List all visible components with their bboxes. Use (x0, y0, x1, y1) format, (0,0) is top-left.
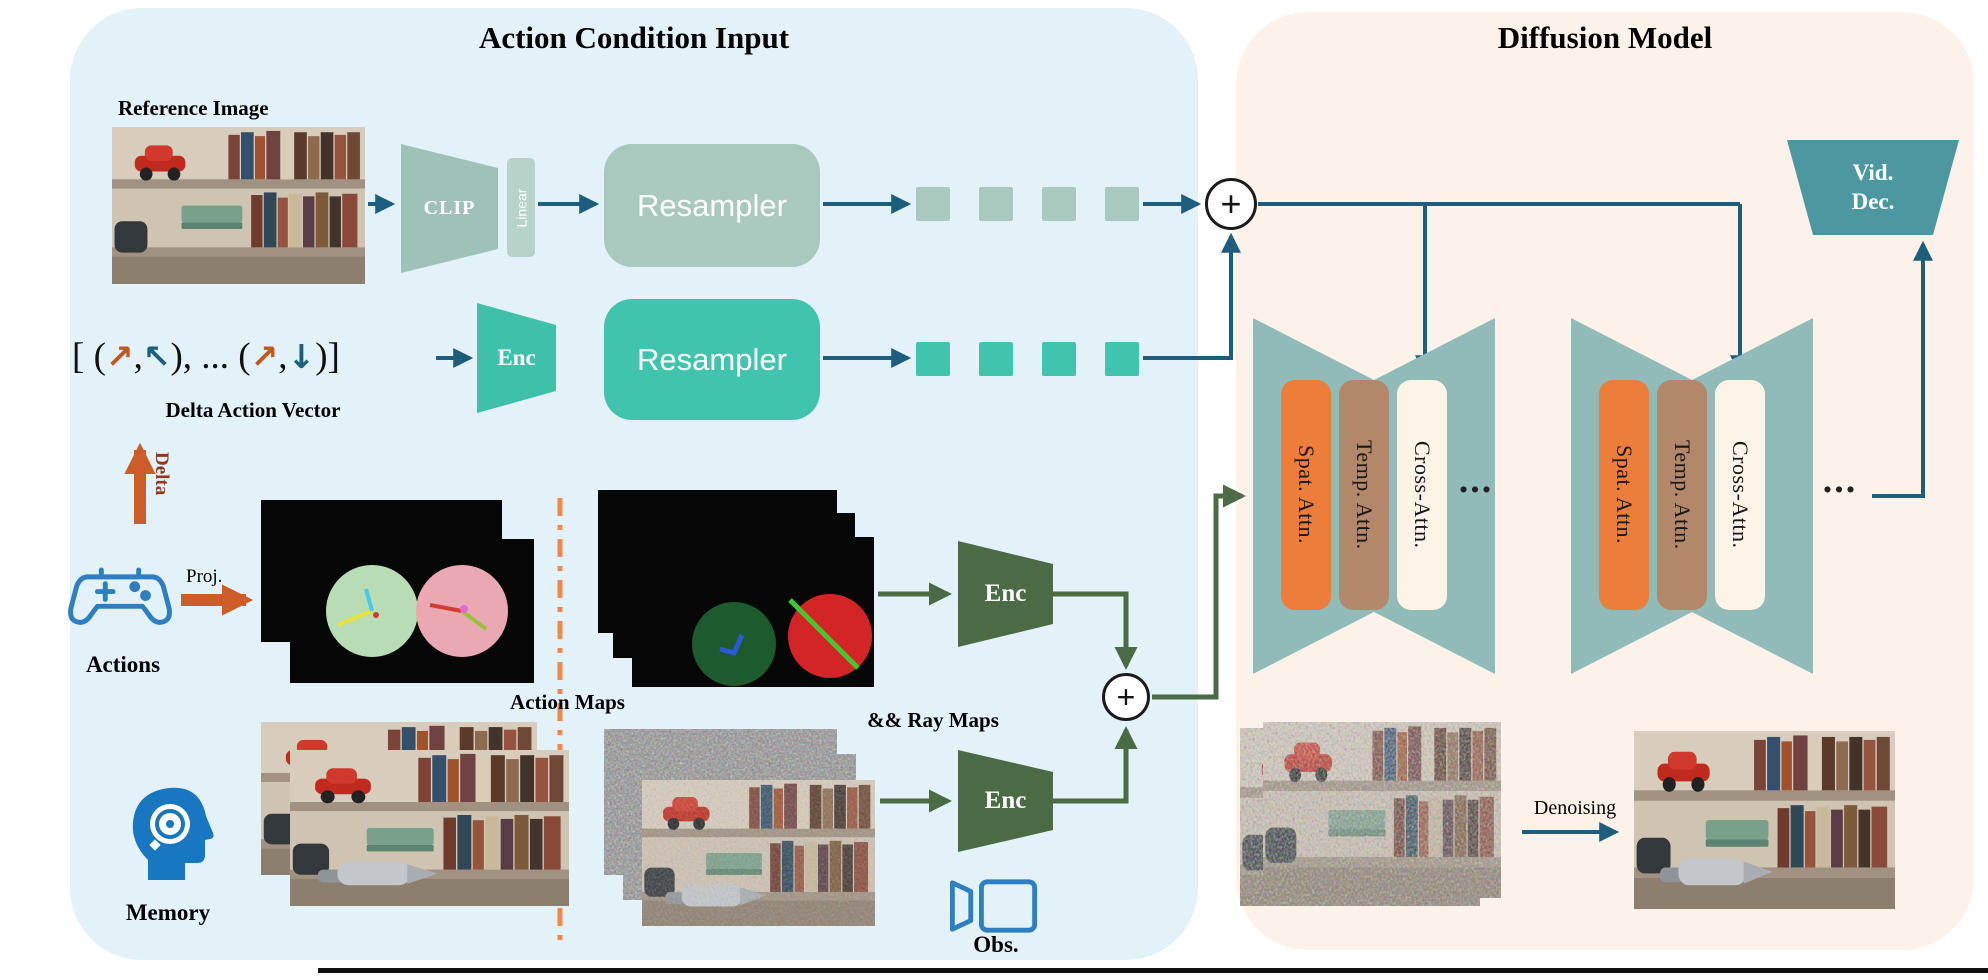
ellipsis-2: ... (1822, 459, 1858, 501)
vector-prefix: [ ( (72, 335, 106, 377)
resampler-action-label: Resampler (637, 341, 787, 377)
temp-attn-label-2: Temp. Attn. (1670, 440, 1695, 550)
action-maps-label: Action Maps (510, 690, 625, 714)
spat-attn-bar-1: Spat. Attn. (1281, 380, 1331, 610)
ray-map-frame-3 (632, 537, 874, 687)
vector-arrow-1: ↗ (105, 336, 134, 376)
ellipsis-1: ... (1458, 459, 1494, 501)
vector-comma-1: , (133, 335, 143, 377)
image-token-1 (916, 187, 950, 221)
delta-action-vector-text: [ (↗,↖), ... (↗,↓)] (72, 330, 340, 382)
clip-encoder: CLIP (401, 144, 498, 273)
memory-label: Memory (125, 900, 211, 925)
vid-dec-line2: Dec. (1851, 188, 1895, 214)
spat-attn-label-2: Spat. Attn. (1612, 445, 1637, 545)
temp-attn-bar-1: Temp. Attn. (1339, 380, 1389, 610)
linear-label: Linear (513, 188, 530, 227)
clip-label: CLIP (423, 197, 476, 219)
cross-attn-bar-2: Cross-Attn. (1715, 380, 1765, 610)
left-panel-title: Action Condition Input (478, 20, 790, 55)
vector-separator: ), ... ( (170, 335, 251, 377)
action-token-3 (1042, 342, 1076, 376)
vector-comma-2: , (278, 335, 288, 377)
enc-maps-label: Enc (984, 580, 1027, 607)
linear-projection: Linear (507, 158, 535, 257)
delta-action-vector-label: Delta Action Vector (165, 398, 341, 422)
noisy-latent-3 (642, 780, 875, 926)
vector-arrow-3: ↗ (250, 336, 279, 376)
action-token-4 (1105, 342, 1139, 376)
right-panel-title: Diffusion Model (1497, 20, 1713, 55)
enc-action-maps: Enc (958, 541, 1053, 647)
action-token-1 (916, 342, 950, 376)
spat-attn-label-1: Spat. Attn. (1294, 445, 1319, 545)
resampler-image: Resampler (604, 144, 820, 267)
temp-attn-label-1: Temp. Attn. (1352, 440, 1377, 550)
action-map-frame-front (290, 539, 534, 683)
image-token-3 (1042, 187, 1076, 221)
denoising-label: Denoising (1533, 797, 1617, 819)
proj-arrow-label: Proj. (186, 566, 223, 587)
vector-suffix: )] (315, 335, 340, 377)
enc-obs-label: Enc (984, 787, 1027, 814)
delta-arrow-label: Delta (151, 452, 172, 496)
enc-observations: Enc (958, 750, 1053, 852)
temp-attn-bar-2: Temp. Attn. (1657, 380, 1707, 610)
dm-clean-image (1634, 731, 1895, 909)
enc-action-label: Enc (497, 345, 536, 370)
bottom-rule (318, 968, 1988, 973)
obs-camera-icon (944, 876, 1044, 936)
spat-attn-bar-2: Spat. Attn. (1599, 380, 1649, 610)
vid-dec: Vid. Dec. (1787, 140, 1959, 235)
resampler-action: Resampler (604, 299, 820, 420)
reference-image-label: Reference Image (118, 96, 269, 120)
reference-image (112, 127, 365, 284)
image-token-4 (1105, 187, 1139, 221)
dm-noisy-image-front (1263, 722, 1501, 898)
enc-action-vector: Enc (477, 303, 556, 413)
resampler-image-label: Resampler (637, 187, 787, 223)
vector-arrow-2: ↖ (142, 336, 171, 376)
cross-attn-label-1: Cross-Attn. (1410, 441, 1435, 549)
ray-maps-label: && Ray Maps (867, 708, 999, 732)
sum-node-top: + (1205, 178, 1257, 230)
vid-dec-label: Vid. Dec. (1787, 140, 1959, 235)
cross-attn-label-2: Cross-Attn. (1728, 441, 1753, 549)
sum-node-bottom: + (1102, 673, 1150, 721)
vector-arrow-4: ↓ (287, 336, 316, 376)
actions-label: Actions (85, 652, 161, 677)
memory-image-front (290, 750, 569, 906)
image-token-2 (979, 187, 1013, 221)
vid-dec-line1: Vid. (1852, 159, 1894, 185)
action-token-2 (979, 342, 1013, 376)
gamepad-icon (66, 545, 174, 648)
memory-icon (125, 780, 217, 892)
obs-label: Obs. (973, 932, 1019, 957)
cross-attn-bar-1: Cross-Attn. (1397, 380, 1447, 610)
